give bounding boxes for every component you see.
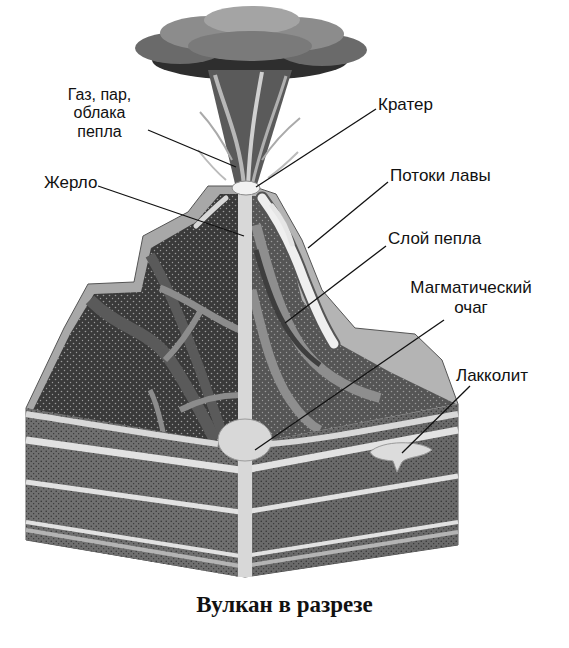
gas-stream [215, 75, 244, 186]
ash-cloud [204, 6, 300, 34]
callout-label: Лакколит [456, 366, 566, 386]
strata-band [26, 530, 240, 566]
leader-line [255, 320, 444, 450]
cone-section-texture [32, 194, 240, 445]
vent [238, 190, 252, 577]
callout-label: Потоки лавы [390, 166, 560, 186]
strata-band [245, 476, 458, 512]
cone-section [32, 194, 240, 445]
rock-layer [150, 255, 225, 442]
cone-slope [26, 186, 245, 577]
strata-band [245, 532, 458, 566]
callout-label: Газ, пар, облака пепла [52, 86, 147, 141]
callout-label: Магматический очаг [396, 278, 546, 317]
leader-line [98, 186, 244, 236]
spray [200, 112, 232, 160]
strata-band [26, 482, 240, 512]
leader-line [285, 246, 386, 323]
magma-chamber [218, 419, 272, 461]
lava-flow [272, 206, 292, 244]
callout-label: Слой пепла [388, 229, 558, 249]
rock-block-texture [26, 408, 240, 577]
lava-flow-outline [262, 198, 334, 344]
spray [268, 152, 298, 178]
strata-band [26, 522, 240, 556]
ash-cloud [188, 31, 312, 61]
dike [180, 395, 240, 410]
laccolith [370, 443, 432, 472]
rock-block [26, 408, 240, 577]
crater [232, 181, 260, 195]
callout-label: Кратер [378, 95, 528, 115]
spray [198, 150, 226, 180]
lava-flow [196, 198, 226, 226]
leader-line [402, 386, 470, 453]
leader-line [148, 130, 236, 167]
callout-label: Жерло [44, 173, 164, 193]
sill [26, 414, 218, 444]
leader-line [256, 109, 376, 187]
leader-line [308, 182, 388, 248]
dike [160, 288, 240, 330]
spray [262, 118, 300, 160]
dike [165, 312, 200, 360]
figure-caption: Вулкан в разрезе [0, 592, 569, 618]
sill [270, 414, 458, 444]
gas-stream [252, 76, 286, 186]
lava-flow [262, 198, 334, 344]
